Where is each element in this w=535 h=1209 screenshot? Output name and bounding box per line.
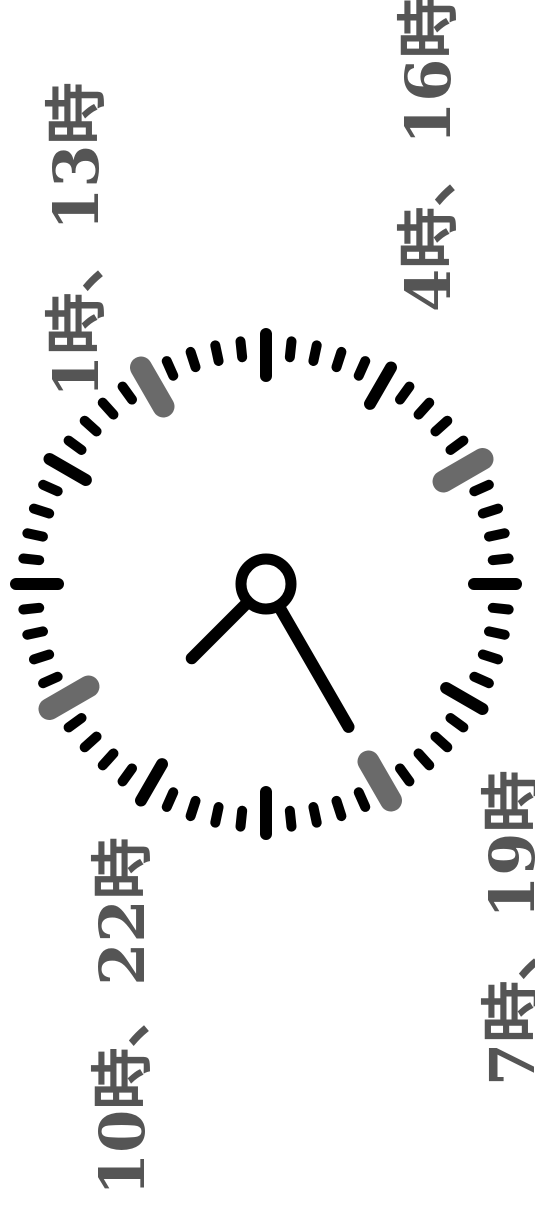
minute-tick-46	[284, 805, 297, 832]
minute-tick-29	[18, 553, 45, 566]
minute-tick-22	[97, 397, 119, 420]
minute-tick-38	[97, 748, 119, 771]
minute-tick-27	[28, 503, 55, 519]
hour-tick-highlight-4	[130, 356, 175, 418]
hour-tick-11	[440, 682, 489, 715]
minute-tick-19	[161, 356, 179, 381]
minute-tick-24	[63, 435, 87, 455]
minute-tick-53	[430, 731, 453, 753]
minute-tick-28	[22, 528, 48, 542]
minute-tick-47	[308, 802, 322, 828]
label-7-19: 7時、19時	[476, 770, 535, 1086]
minute-tick-2	[484, 528, 510, 542]
minute-tick-12	[331, 346, 347, 373]
minute-tick-21	[117, 381, 137, 405]
minute-tick-52	[413, 748, 435, 771]
minute-tick-43	[210, 802, 224, 828]
minute-tick-11	[353, 356, 371, 381]
minute-tick-37	[79, 731, 102, 753]
minute-tick-56	[469, 671, 494, 689]
minute-tick-6	[445, 435, 469, 455]
minute-tick-18	[185, 346, 201, 373]
minute-tick-36	[63, 713, 87, 733]
minute-tick-41	[161, 787, 179, 812]
minute-tick-51	[395, 763, 415, 787]
minute-tick-17	[210, 340, 224, 366]
hour-tick-8	[135, 758, 168, 807]
minute-tick-7	[430, 415, 453, 437]
minute-tick-13	[308, 340, 322, 366]
minute-tick-33	[28, 649, 55, 665]
hour-tick-highlight-1	[432, 448, 494, 493]
minute-tick-9	[395, 381, 415, 405]
label-1-13: 1時、13時	[40, 82, 113, 398]
hour-tick-2	[364, 361, 397, 410]
minute-tick-26	[38, 479, 63, 497]
minute-tick-42	[185, 795, 201, 822]
hour-tick-highlight-7	[38, 675, 100, 720]
minute-tick-44	[235, 805, 248, 832]
minute-tick-8	[413, 397, 435, 420]
minute-tick-49	[353, 787, 371, 812]
minute-tick-14	[284, 336, 297, 363]
minute-tick-39	[117, 763, 137, 787]
hour-tick-highlight-10	[357, 750, 402, 812]
minute-tick-59	[487, 602, 514, 615]
label-10-22: 10時、22時	[86, 837, 159, 1196]
minute-tick-57	[477, 649, 504, 665]
minute-tick-32	[22, 626, 48, 640]
minute-tick-16	[235, 336, 248, 363]
minute-tick-58	[484, 626, 510, 640]
minute-tick-1	[487, 553, 514, 566]
hour-tick-5	[43, 453, 92, 486]
center-hub	[235, 553, 297, 615]
minute-tick-34	[38, 671, 63, 689]
minute-tick-54	[445, 713, 469, 733]
label-4-16: 4時、16時	[392, 0, 465, 312]
minute-tick-3	[477, 503, 504, 519]
minute-tick-31	[18, 602, 45, 615]
minute-tick-23	[79, 415, 102, 437]
minute-tick-48	[331, 795, 347, 822]
minute-tick-4	[469, 479, 494, 497]
